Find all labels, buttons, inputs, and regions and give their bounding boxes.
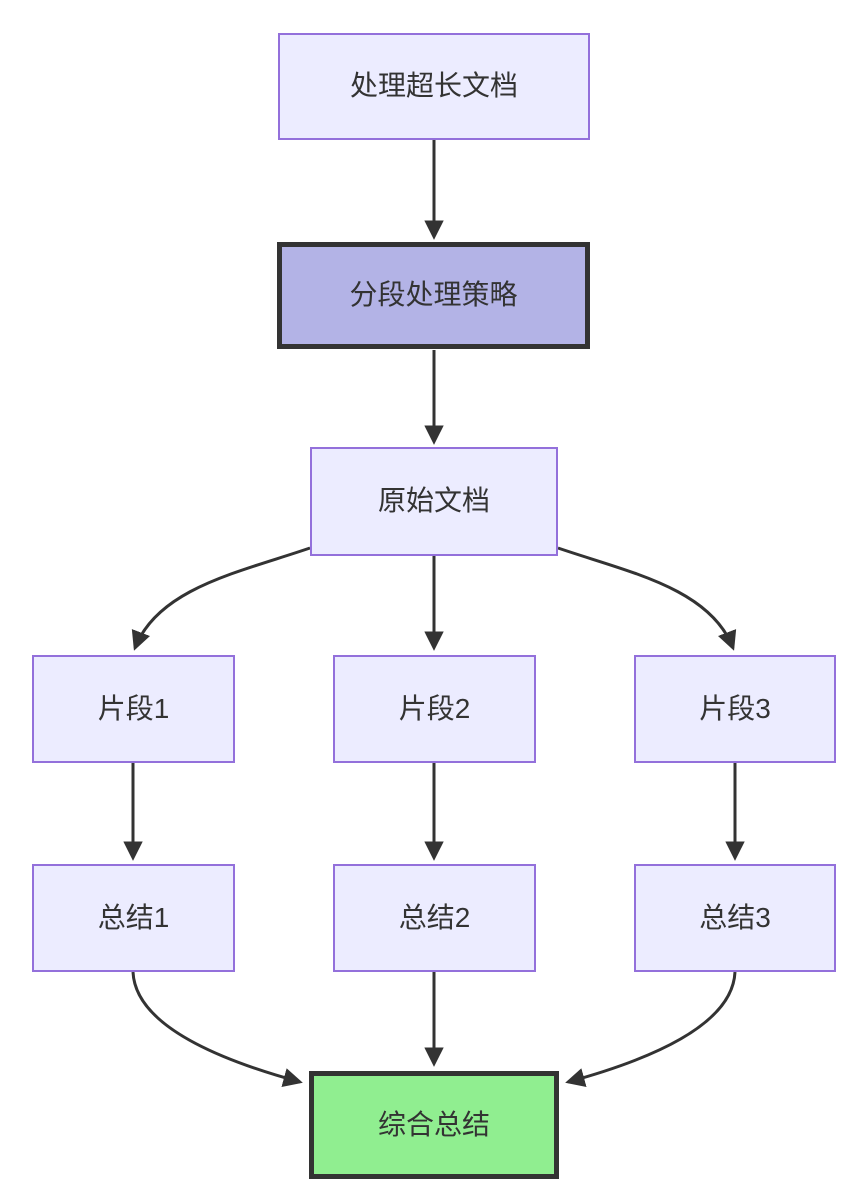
edge-source-seg3	[557, 546, 737, 651]
node-segment-2[interactable]: 片段2	[333, 655, 536, 763]
node-label: 总结2	[398, 901, 471, 933]
edge-sum1-final	[131, 971, 303, 1088]
node-label: 处理超长文档	[349, 70, 518, 102]
node-final-summary[interactable]: 综合总结	[309, 1071, 559, 1179]
node-label: 分段处理策略	[349, 279, 518, 311]
node-summary-1[interactable]: 总结1	[32, 864, 235, 972]
node-segmentation-strategy[interactable]: 分段处理策略	[277, 242, 590, 349]
node-label: 总结3	[699, 901, 771, 933]
node-label: 片段2	[398, 692, 471, 724]
node-label: 片段1	[97, 692, 170, 724]
node-segment-1[interactable]: 片段1	[32, 655, 235, 763]
node-label: 总结1	[97, 901, 170, 933]
node-label: 综合总结	[377, 1108, 490, 1140]
node-label: 原始文档	[377, 485, 490, 517]
node-summary-2[interactable]: 总结2	[333, 864, 536, 972]
node-segment-3[interactable]: 片段3	[634, 655, 836, 763]
edge-sum3-final	[565, 971, 737, 1088]
edge-source-seg1	[131, 546, 311, 651]
node-summary-3[interactable]: 总结3	[634, 864, 836, 972]
node-process-long-document[interactable]: 处理超长文档	[278, 33, 590, 140]
node-label: 片段3	[699, 692, 771, 724]
node-original-document[interactable]: 原始文档	[310, 447, 558, 556]
